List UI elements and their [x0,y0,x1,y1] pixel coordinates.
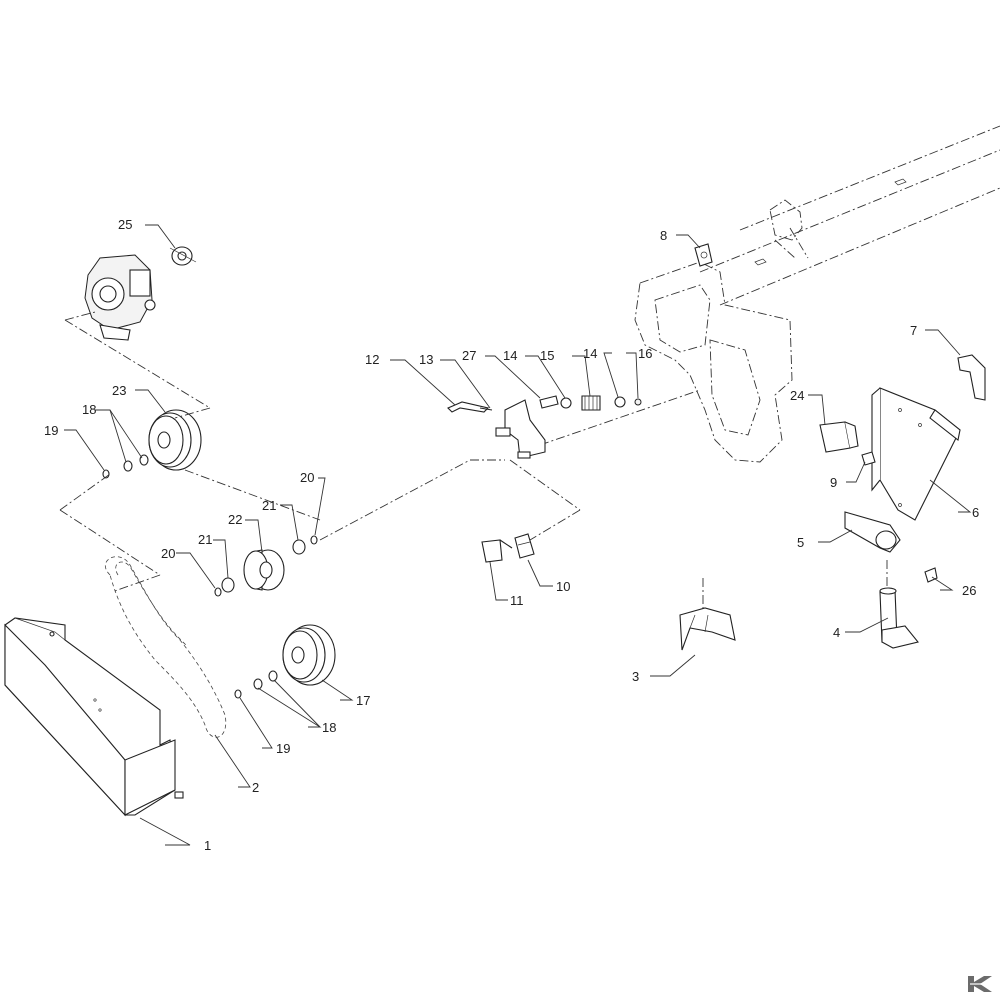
callout-19b: 19 [276,741,290,756]
callout-10: 10 [556,579,570,594]
callout-4: 4 [833,625,840,640]
callout-9: 9 [830,475,837,490]
callout-2: 2 [252,780,259,795]
idler-pulley-22 [243,549,285,591]
callout-18b: 18 [322,720,336,735]
gearbox-mount-frame [634,199,809,463]
brand-logo [968,976,992,992]
callout-20b: 20 [300,470,314,485]
callout-15: 15 [540,348,554,363]
leader-lines [64,224,972,846]
callout-13: 13 [419,352,433,367]
callout-25: 25 [118,217,132,232]
callouts: 1 2 3 4 5 6 7 8 9 10 11 12 13 14 14 15 1… [44,217,979,853]
callout-22: 22 [228,512,242,527]
callout-11: 11 [510,593,524,608]
callout-20a: 20 [161,546,175,561]
callout-3: 3 [632,669,639,684]
bracket-5 [844,511,901,553]
callout-6: 6 [972,505,979,520]
cover-3 [679,607,736,651]
bracket-24 [819,421,859,453]
callout-7: 7 [910,323,917,338]
callout-14b: 14 [583,346,597,361]
callout-23: 23 [112,383,126,398]
gearbox [84,254,156,341]
callout-21a: 21 [198,532,212,547]
v-belt [104,556,227,738]
frame-beam [699,125,1000,306]
callout-16: 16 [638,346,652,361]
bracket-7 [957,354,986,401]
callout-1: 1 [204,838,211,853]
bracket-8 [694,243,713,267]
callout-21b: 21 [262,498,276,513]
clip-9 [861,451,876,466]
callout-26: 26 [962,583,976,598]
callout-17: 17 [356,693,370,708]
callout-12: 12 [365,352,379,367]
pulley-17 [282,624,336,686]
callout-14a: 14 [503,348,517,363]
plate-6 [871,387,961,521]
callout-19a: 19 [44,423,58,438]
stand-4 [702,560,919,649]
clamp-parts [481,533,535,563]
callout-24: 24 [790,388,804,403]
callout-5: 5 [797,535,804,550]
small-hardware [102,454,318,699]
callout-27: 27 [462,348,476,363]
callout-8: 8 [660,228,667,243]
bolt-26 [924,567,938,583]
callout-18a: 18 [82,402,96,417]
flange-25 [169,246,197,266]
assembly-lines [59,311,701,593]
pulley-23 [148,409,202,471]
belt-guard [4,617,184,817]
tensioner-assembly [447,395,642,459]
